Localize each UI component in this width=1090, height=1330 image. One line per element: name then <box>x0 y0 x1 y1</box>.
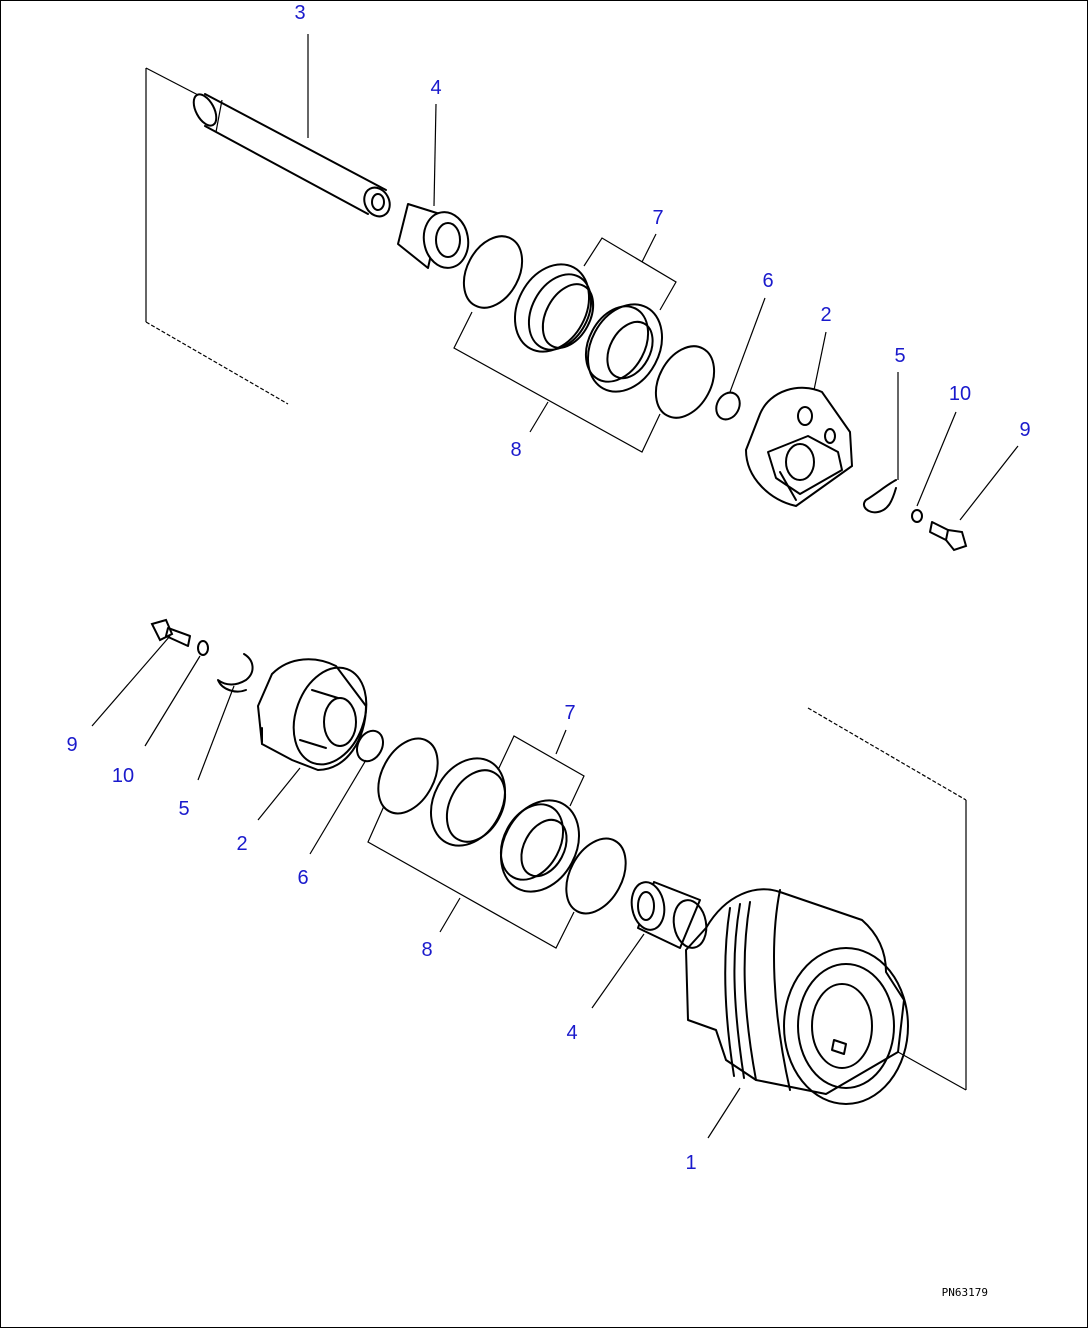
upper-leader-lines <box>307 34 1019 521</box>
callout-9-lower: 9 <box>66 734 78 756</box>
small-o-ring-part-6-upper <box>715 391 741 421</box>
callout-4-upper: 4 <box>430 77 442 99</box>
callout-9-upper: 9 <box>1019 419 1031 441</box>
collar-part-2-lower <box>256 658 368 772</box>
bolt-part-9-lower <box>150 618 191 647</box>
wire-clip-part-5-lower <box>217 653 254 693</box>
drawing-code: PN63179 <box>941 1286 988 1299</box>
callout-4-lower: 4 <box>566 1022 578 1044</box>
o-ring-upper-1 <box>462 235 524 309</box>
seal-bracket-part-7-upper <box>583 237 677 311</box>
o-ring-lower-2 <box>565 837 627 915</box>
washer-part-10-lower <box>197 640 209 656</box>
callout-7-upper: 7 <box>652 207 664 229</box>
set-bracket-part-8-lower <box>367 805 575 949</box>
callout-3-upper: 3 <box>294 2 306 24</box>
bushing-part-4 <box>397 203 470 269</box>
callout-6-upper: 6 <box>762 270 774 292</box>
washer-part-10-upper <box>911 509 923 523</box>
small-o-ring-part-6-lower <box>356 729 384 763</box>
set-bracket-part-8-upper <box>453 311 661 453</box>
lower-leader-lines <box>91 635 741 1139</box>
callout-10-lower: 10 <box>111 765 135 787</box>
upper-frame-lines <box>145 67 289 405</box>
callout-1-lower: 1 <box>685 1152 697 1174</box>
callout-8-upper: 8 <box>510 439 522 461</box>
roller-part-1 <box>685 888 909 1105</box>
callout-5-upper: 5 <box>894 345 906 367</box>
shaft-part-3 <box>192 93 391 218</box>
seal-part-7-upper <box>514 263 663 393</box>
seal-part-7-lower <box>430 757 580 893</box>
callout-5-lower: 5 <box>178 798 190 820</box>
seal-bracket-part-7-lower <box>497 735 585 807</box>
wire-clip-part-5-upper <box>862 479 897 514</box>
lower-assembly <box>91 618 967 1139</box>
callout-8-lower: 8 <box>421 939 433 961</box>
callout-6-lower: 6 <box>297 867 309 889</box>
callout-2-lower: 2 <box>236 833 248 855</box>
o-ring-upper-2 <box>654 345 716 419</box>
collar-part-2-upper <box>744 386 854 508</box>
callout-7-lower: 7 <box>564 702 576 724</box>
callout-10-upper: 10 <box>948 383 972 405</box>
callout-2-upper: 2 <box>820 304 832 326</box>
bushing-part-4-lower <box>630 881 708 949</box>
bolt-part-9-upper <box>929 521 968 552</box>
o-ring-lower-1 <box>377 737 439 815</box>
upper-assembly <box>145 34 1019 552</box>
lower-frame-lines <box>807 707 967 1091</box>
